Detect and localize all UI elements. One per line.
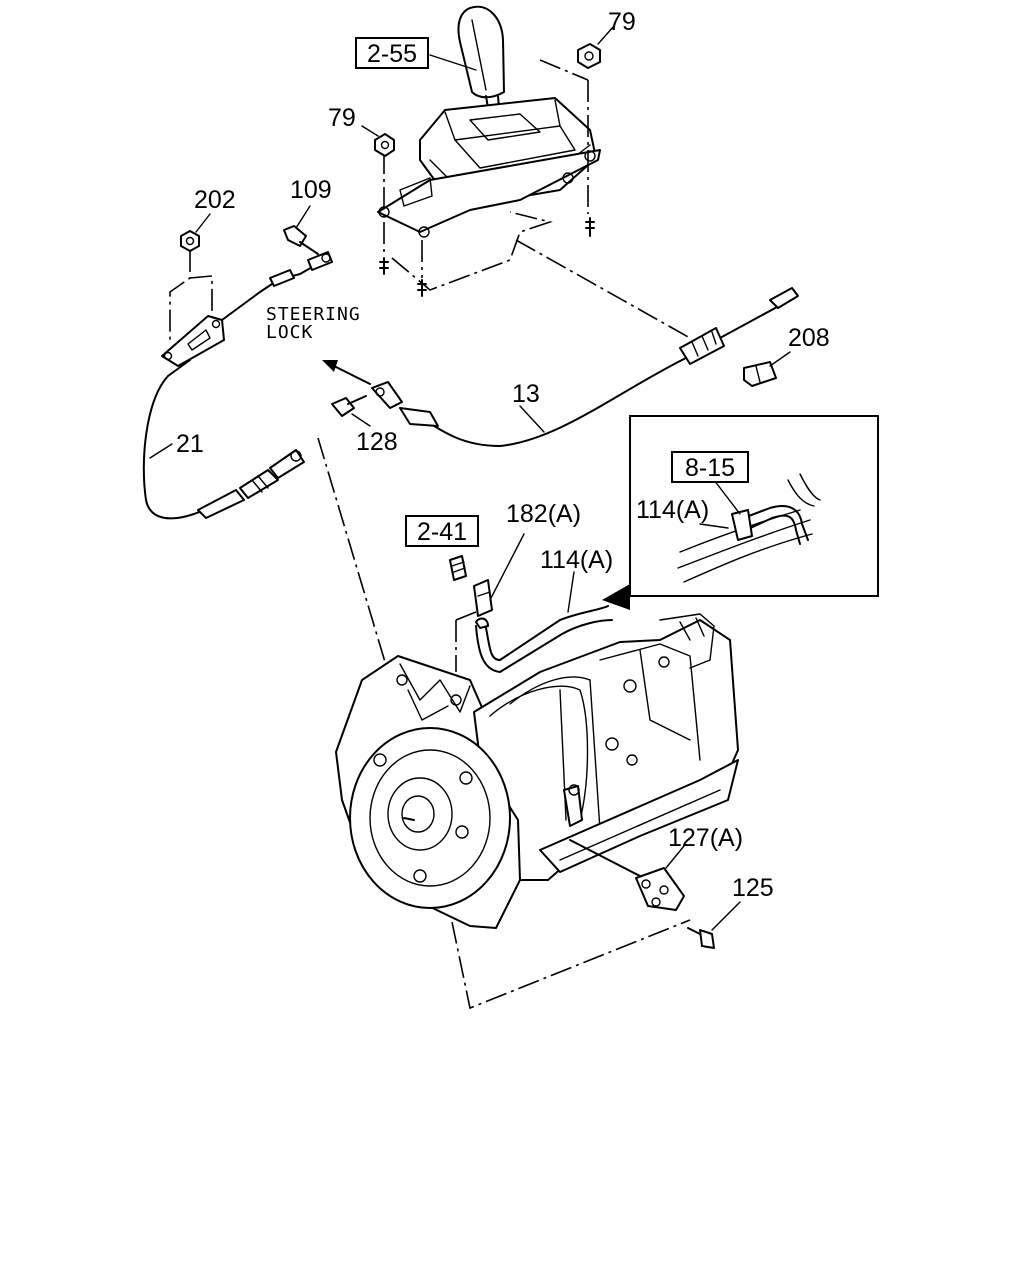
cable-end-109 — [307, 251, 333, 271]
oil-pan — [539, 759, 739, 873]
callout-109: 109 — [290, 176, 332, 204]
bracket-202 — [161, 250, 225, 367]
callout-79-upper: 79 — [608, 8, 636, 36]
callout-79-left: 79 — [328, 104, 356, 132]
ref-2-55-label: 2-55 — [367, 40, 417, 68]
reference-box-2-41: 2-41 — [405, 515, 479, 547]
inset-pointer — [602, 584, 630, 610]
callout-114a-inset: 114(A) — [636, 496, 709, 524]
callout-125: 125 — [732, 874, 774, 902]
torque-converter — [349, 727, 511, 909]
shift-cable-13 — [371, 239, 799, 447]
callout-182a: 182(A) — [506, 500, 581, 528]
detail-inset — [629, 415, 879, 597]
stud-left — [379, 257, 389, 275]
shift-lever-assembly — [377, 5, 601, 297]
bolt-125 — [687, 927, 715, 949]
steering-lock-cable-21 — [142, 251, 333, 520]
pin-128 — [331, 395, 367, 417]
reference-box-2-55: 2-55 — [355, 37, 429, 69]
callout-114a-main: 114(A) — [540, 546, 613, 574]
callout-208: 208 — [788, 324, 830, 352]
callout-127a: 127(A) — [668, 824, 743, 852]
steering-lock-note-line2: LOCK — [266, 322, 313, 343]
vent-hose-114a — [475, 605, 613, 673]
nut-79-upper — [577, 43, 601, 69]
callout-128: 128 — [356, 428, 398, 456]
callout-13: 13 — [512, 380, 540, 408]
clip-208 — [743, 361, 777, 387]
reference-box-8-15: 8-15 — [671, 451, 749, 483]
shift-selector-lever — [563, 785, 583, 827]
transmission-assembly — [335, 613, 739, 929]
callout-202: 202 — [194, 186, 236, 214]
ref-8-15-label: 8-15 — [685, 454, 735, 482]
ref-2-41-label: 2-41 — [417, 518, 467, 546]
shift-knob — [457, 5, 505, 99]
bracket-127a — [635, 867, 685, 911]
nut-202 — [180, 230, 200, 252]
nut-79-left — [374, 133, 395, 157]
breather-bolt — [449, 555, 467, 581]
cable-grommet — [679, 327, 725, 365]
pin-109 — [283, 225, 319, 255]
clip-182a — [473, 579, 493, 617]
callout-21: 21 — [176, 430, 204, 458]
inset-clip — [731, 509, 753, 541]
steering-lock-note-line1: STEERING — [266, 304, 361, 325]
steering-lock-arrow — [322, 360, 371, 385]
stud-right — [585, 217, 595, 237]
